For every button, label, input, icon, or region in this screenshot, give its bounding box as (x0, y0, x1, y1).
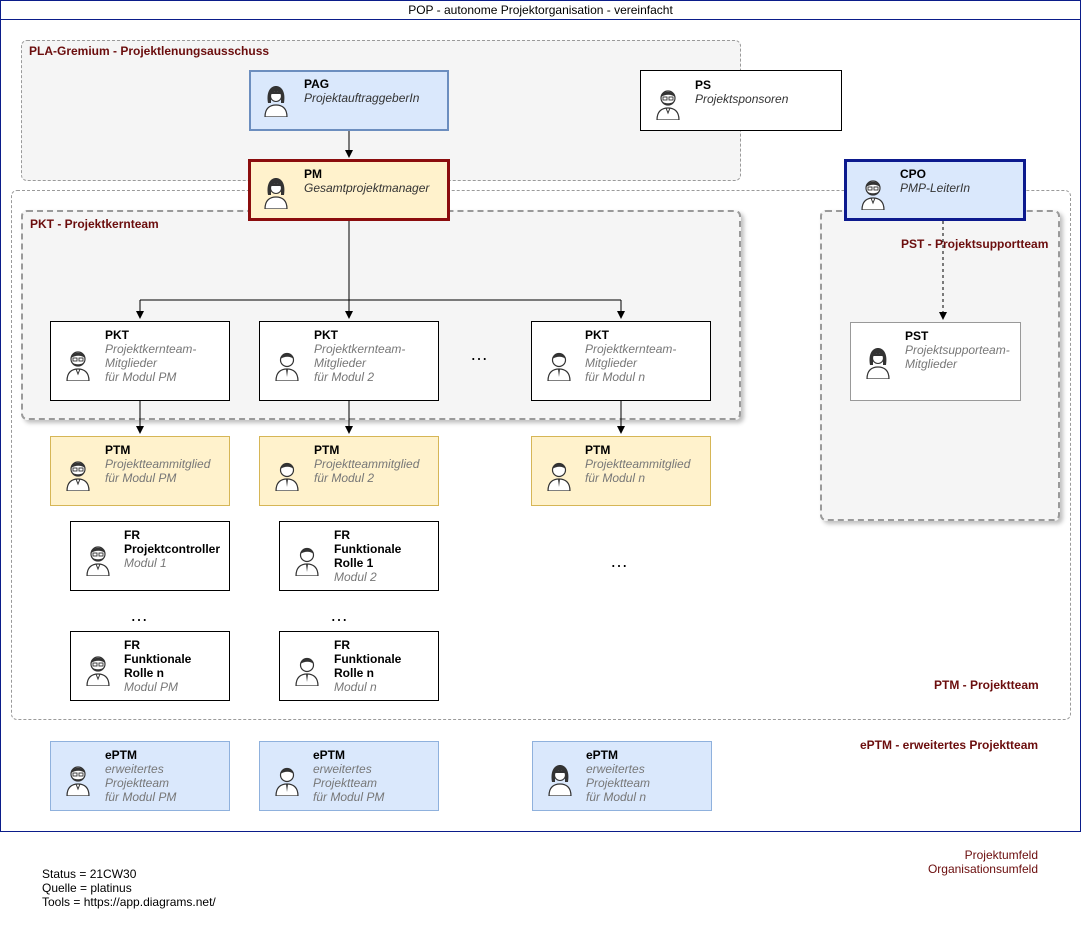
node-ptm-1-sub: Projektteammitglied für Modul PM (105, 457, 211, 485)
guy-icon (274, 347, 300, 381)
node-pag[interactable] (249, 70, 449, 131)
node-ptm-3-title: PTM (585, 443, 611, 457)
node-fr-3-title: FR (124, 638, 140, 652)
fr-ellipsis-1: … (130, 605, 149, 625)
fr-ellipsis-2: … (330, 605, 349, 625)
man-icon (85, 652, 111, 686)
node-ps-sub: Projektsponsoren (695, 92, 789, 106)
guy-icon (546, 347, 572, 381)
node-eptm-2-sub: erweitertes Projektteam für Modul PM (313, 762, 385, 804)
node-ptm-1-title: PTM (105, 443, 131, 457)
node-fr-2-sub: Modul 2 (334, 570, 377, 584)
node-eptm-3-title: ePTM (586, 748, 619, 762)
woman-icon (263, 175, 289, 209)
node-fr-4-sub: Modul n (334, 680, 377, 694)
footer-projektumfeld: Projektumfeld (964, 848, 1038, 862)
node-ps-title: PS (695, 78, 712, 92)
node-ptm-2-title: PTM (314, 443, 340, 457)
pkt-ellipsis: … (470, 344, 489, 364)
node-cpo-title: CPO (900, 167, 927, 181)
node-fr-2-role: Funktionale Rolle 1 (334, 542, 402, 570)
footer-source: Quelle = platinus (42, 881, 132, 895)
eptm-group-label: ePTM - erweitertes Projektteam (860, 738, 1039, 752)
man-icon (860, 176, 886, 210)
node-ptm-2-sub: Projektteammitglied für Modul 2 (314, 457, 420, 485)
node-pag-sub: ProjektauftraggeberIn (304, 91, 420, 105)
pla-group-label: PLA-Gremium - Projektlenungsausschuss (29, 44, 270, 58)
man-icon (655, 86, 681, 120)
node-pkt-1-title: PKT (105, 328, 129, 342)
node-pkt-2-title: PKT (314, 328, 338, 342)
node-pkt-3-sub: Projektkernteam- Mitglieder für Modul n (585, 342, 677, 384)
guy-icon (274, 762, 300, 796)
footer-tools: Tools = https://app.diagrams.net/ (42, 895, 216, 909)
node-eptm-1-title: ePTM (105, 748, 138, 762)
node-fr-4-title: FR (334, 638, 350, 652)
footer-organisationsumfeld: Organisationsumfeld (927, 862, 1038, 876)
woman-icon (865, 345, 891, 379)
fr-ellipsis-right: … (610, 551, 629, 571)
node-cpo-sub: PMP-LeiterIn (900, 181, 971, 195)
guy-icon (274, 457, 300, 491)
node-fr-1-title: FR (124, 528, 140, 542)
man-icon (65, 457, 91, 491)
node-pm-sub: Gesamtprojektmanager (304, 181, 430, 195)
woman-icon (263, 83, 289, 117)
node-pkt-2-sub: Projektkernteam- Mitglieder für Modul 2 (314, 342, 406, 384)
node-pm-title: PM (304, 167, 322, 181)
footer-status: Status = 21CW30 (42, 867, 137, 881)
guy-icon (294, 542, 320, 576)
node-pag-title: PAG (304, 77, 330, 91)
guy-icon (294, 652, 320, 686)
ptm-group (11, 190, 1071, 720)
node-eptm-2-title: ePTM (313, 748, 346, 762)
node-pkt-3-title: PKT (585, 328, 609, 342)
node-fr-4-role: Funktionale Rolle n (334, 652, 402, 680)
man-icon (85, 542, 111, 576)
node-fr-3-sub: Modul PM (124, 680, 179, 694)
node-fr-1-role: Projektcontroller (124, 542, 221, 556)
pkt-group-label: PKT - Projektkernteam (30, 217, 159, 231)
man-icon (65, 762, 91, 796)
node-fr-3-role: Funktionale Rolle n (124, 652, 192, 680)
ptm-group-label: PTM - Projektteam (934, 678, 1039, 692)
node-pkt-1-sub: Projektkernteam- Mitglieder für Modul PM (105, 342, 197, 384)
node-eptm-3-sub: erweitertes Projektteam für Modul n (586, 762, 651, 804)
node-pst-sub: Projektsupporteam- Mitglieder (905, 343, 1010, 371)
man-icon (65, 347, 91, 381)
guy-icon (546, 457, 572, 491)
node-ptm-3-sub: Projektteammitglied für Modul n (585, 457, 691, 485)
node-pst-title: PST (905, 329, 929, 343)
woman-icon (547, 762, 573, 796)
pst-group-label: PST - Projektsupportteam (901, 237, 1049, 251)
diagram-title: POP - autonome Projektorganisation - ver… (0, 0, 1081, 20)
node-fr-1-sub: Modul 1 (124, 556, 167, 570)
node-fr-2-title: FR (334, 528, 350, 542)
node-eptm-1-sub: erweitertes Projektteam für Modul PM (105, 762, 177, 804)
